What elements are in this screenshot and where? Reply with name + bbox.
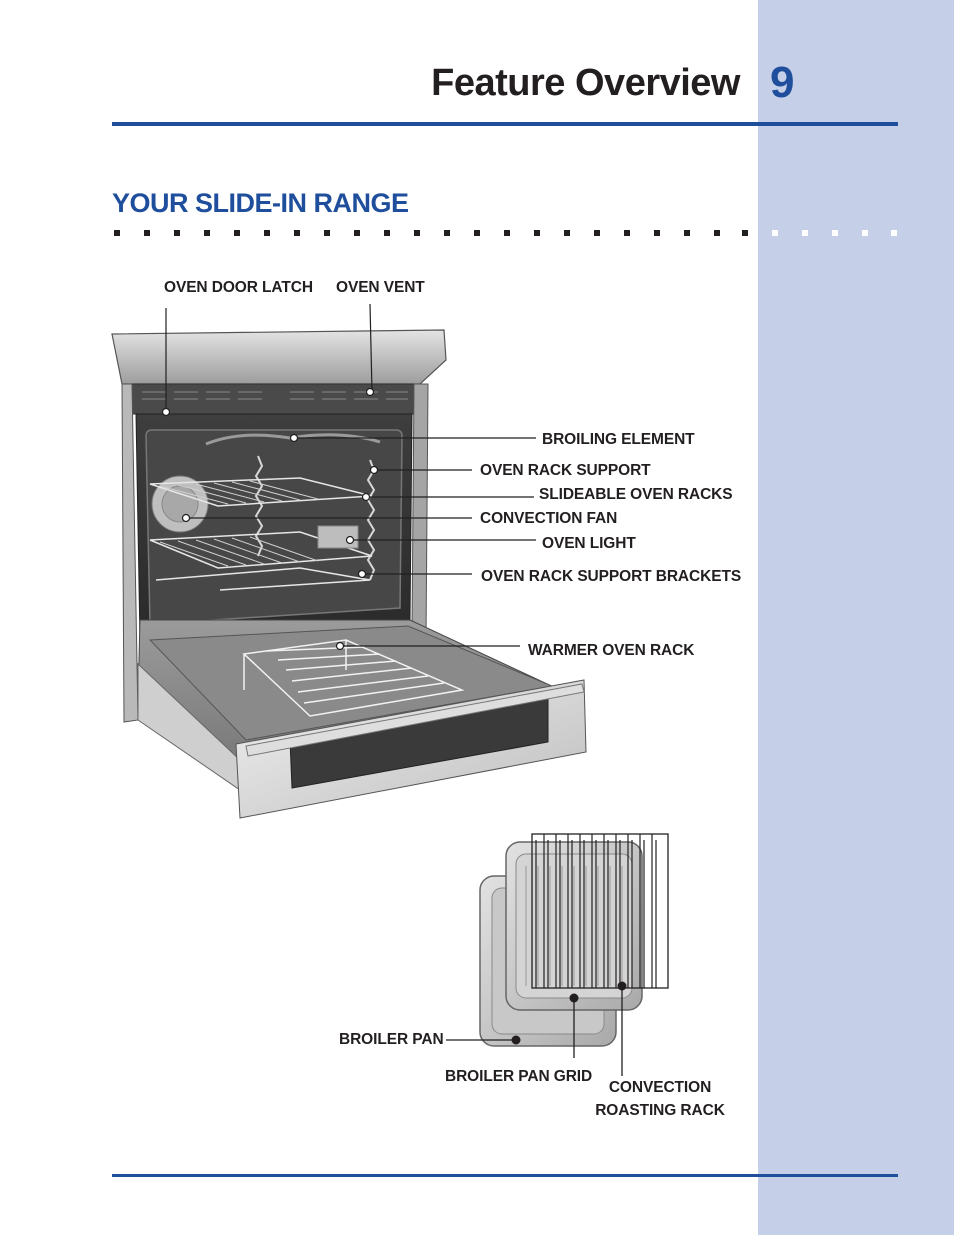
section-title: YOUR SLIDE-IN RANGE (112, 188, 409, 218)
label-convection-roasting-rack-line2: ROASTING RACK (595, 1102, 725, 1119)
side-band (758, 0, 954, 1235)
label-broiler-pan: BROILER PAN (339, 1031, 444, 1048)
label-oven-door-latch: OVEN DOOR LATCH (164, 279, 313, 296)
footer-rule (112, 1174, 898, 1177)
label-broiling-element: BROILING ELEMENT (542, 431, 695, 448)
label-oven-light: OVEN LIGHT (542, 535, 636, 552)
label-convection-fan: CONVECTION FAN (480, 510, 618, 527)
label-broiler-pan-grid: BROILER PAN GRID (445, 1068, 593, 1085)
label-warmer-oven-rack: WARMER OVEN RACK (528, 642, 695, 659)
dotted-divider (114, 230, 897, 236)
header-rule (112, 122, 898, 126)
label-oven-vent: OVEN VENT (336, 279, 425, 296)
label-oven-rack-support: OVEN RACK SUPPORT (480, 462, 651, 479)
label-slideable-oven-racks: SLIDEABLE OVEN RACKS (539, 486, 733, 503)
page-number: 9 (770, 58, 795, 107)
label-convection-roasting-rack-line1: CONVECTION (608, 1079, 712, 1096)
label-oven-rack-support-brackets: OVEN RACK SUPPORT BRACKETS (481, 568, 742, 585)
page-title: Feature Overview (431, 62, 740, 104)
